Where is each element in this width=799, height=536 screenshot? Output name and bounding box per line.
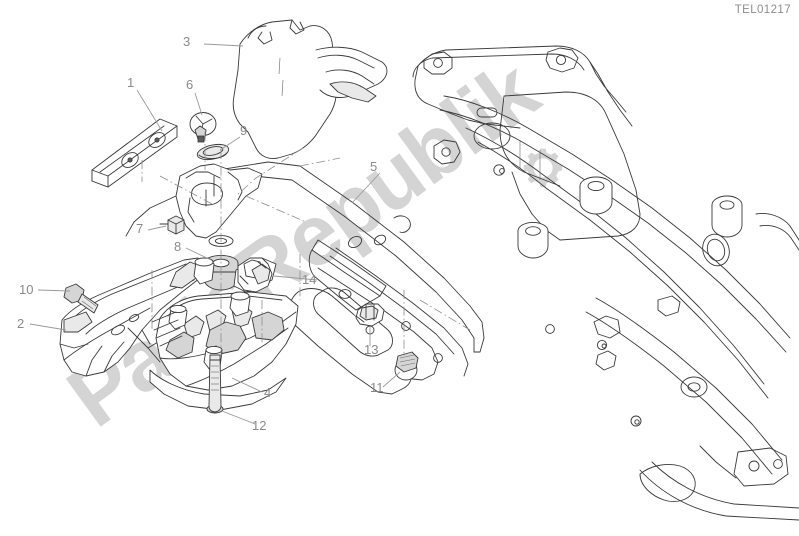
callout-label-14: 14 [302, 272, 317, 287]
part-2-left-stay [59, 257, 205, 377]
part-11-rivet [394, 351, 419, 381]
callout-leaders [29, 43, 401, 425]
part-10-screw [63, 283, 99, 314]
part-7-nut [159, 215, 185, 235]
part-5-plate-support [125, 161, 485, 395]
callout-label-4: 4 [264, 385, 272, 400]
part-9-grommet [196, 143, 230, 161]
callout-label-1: 1 [127, 75, 135, 90]
frame-bush-mid [517, 221, 549, 259]
part-6-knob [189, 112, 217, 143]
callout-label-6: 6 [186, 77, 194, 92]
part-14-connector [237, 257, 273, 293]
part-1-plate [91, 118, 178, 188]
callout-label-13: 13 [364, 342, 379, 357]
frame-bush-upper [579, 176, 613, 215]
part-13-clip [355, 303, 385, 327]
callout-label-11: 11 [370, 380, 384, 395]
callout-label-10: 10 [19, 282, 34, 297]
callout-label-5: 5 [370, 159, 378, 174]
callout-label-7: 7 [136, 221, 144, 236]
motorcycle-subframe [412, 45, 799, 521]
callout-label-9: 9 [240, 123, 248, 138]
part-code: TEL01217 [734, 4, 791, 16]
callout-label-8: 8 [174, 239, 182, 254]
assembly-axis-lines [141, 132, 471, 356]
frame-bush-right [711, 195, 743, 238]
part-12-screw [206, 354, 224, 414]
callout-label-2: 2 [17, 316, 25, 331]
callout-label-12: 12 [252, 418, 267, 433]
callout-label-3: 3 [183, 34, 191, 49]
part-3-inner-fender [232, 19, 388, 159]
